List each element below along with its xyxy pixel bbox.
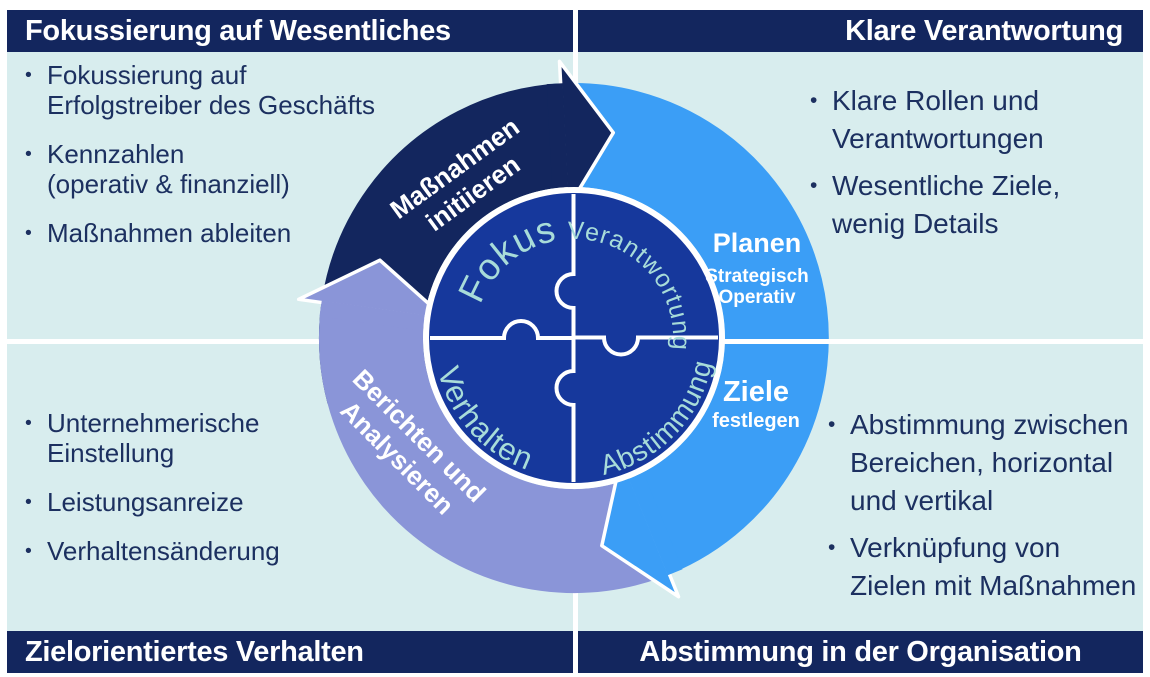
bullet-item: • Wesentliche Ziele,wenig Details <box>810 167 1060 243</box>
quadrant-title: Fokussierung auf Wesentliches <box>25 15 451 47</box>
bullet-dot: • <box>25 412 32 434</box>
bullet-item: • Leistungsanreize <box>25 487 280 517</box>
bullet-item: • Verhaltensänderung <box>25 536 280 566</box>
bullet-dot: • <box>25 64 32 86</box>
bullet-dot: • <box>25 143 32 165</box>
quadrant-top-left: Fokussierung auf Wesentliches • Fokussier… <box>7 10 573 339</box>
bullet-dot: • <box>25 222 32 244</box>
bullet-text: Wesentliche Ziele,wenig Details <box>832 170 1061 239</box>
quadrant-title: Abstimmung in der Organisation <box>639 636 1082 668</box>
bullet-dot: • <box>828 413 836 436</box>
bullet-text: Kennzahlen(operativ & finanziell) <box>47 139 290 199</box>
bullet-dot: • <box>810 174 818 197</box>
bullet-item: • Kennzahlen(operativ & finanziell) <box>25 139 375 199</box>
quadrant-bottom-right: Abstimmung in der Organisation • Abstimmu… <box>578 344 1143 673</box>
title-bar-top-right: Klare Verantwortung <box>578 10 1143 52</box>
bullet-dot: • <box>25 540 32 562</box>
quadrant-bottom-left: Zielorientiertes Verhalten • Unternehmeri… <box>7 344 573 673</box>
bullet-text: Leistungsanreize <box>47 487 244 517</box>
title-bar-bottom-right: Abstimmung in der Organisation <box>578 631 1143 673</box>
quadrant-title: Zielorientiertes Verhalten <box>25 636 364 668</box>
bullet-item: • Maßnahmen ableiten <box>25 218 375 248</box>
quadrant-title: Klare Verantwortung <box>845 15 1123 47</box>
bullet-text: Verhaltensänderung <box>47 536 280 566</box>
title-bar-bottom-left: Zielorientiertes Verhalten <box>7 631 573 673</box>
bullet-dot: • <box>25 491 32 513</box>
bullet-dot: • <box>828 536 836 559</box>
title-bar-top-left: Fokussierung auf Wesentliches <box>7 10 573 52</box>
bullet-dot: • <box>810 89 818 112</box>
bullet-text: Maßnahmen ableiten <box>47 218 292 248</box>
